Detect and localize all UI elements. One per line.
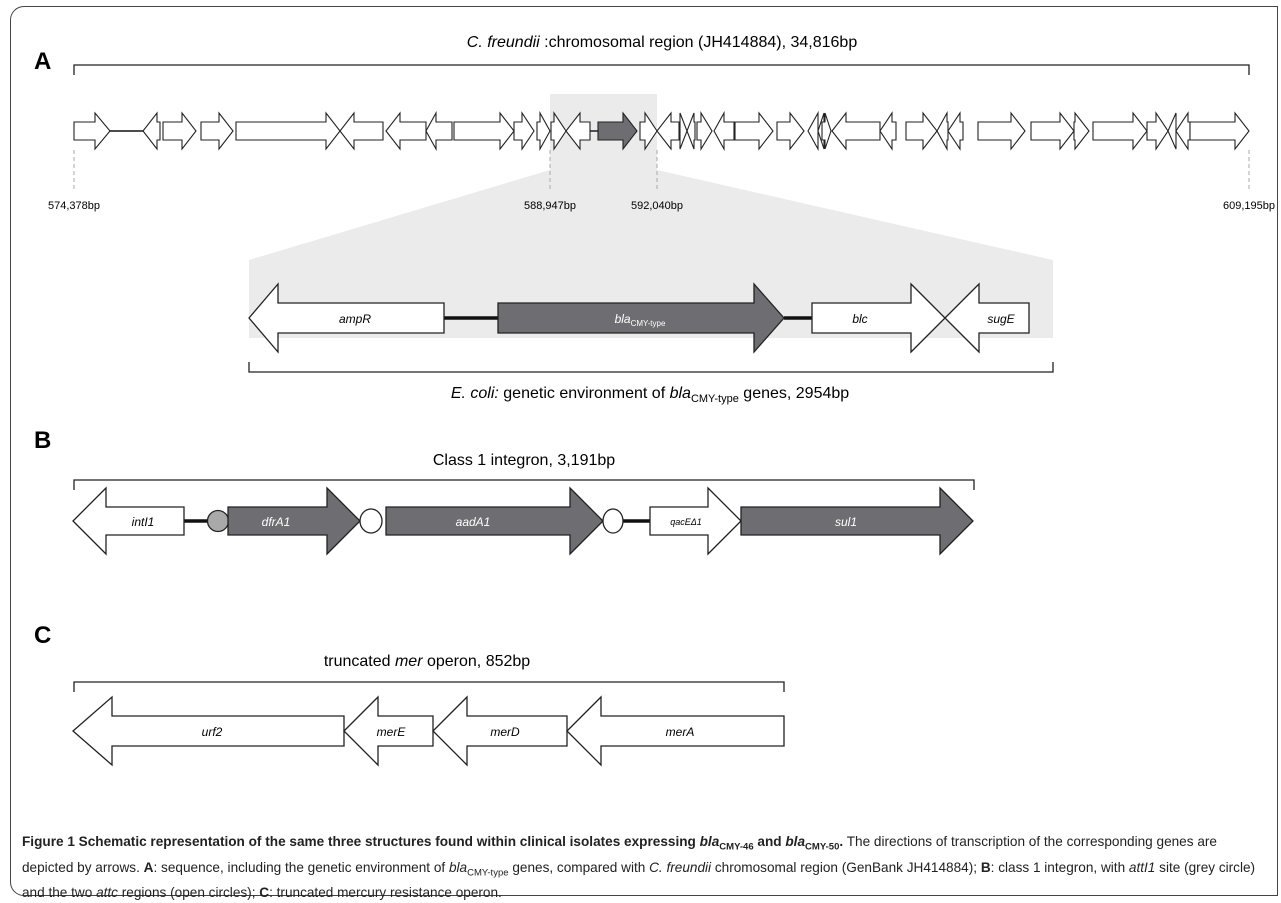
attI1-site-circle — [206, 509, 230, 533]
chromosome-gene-arrow — [713, 110, 735, 152]
chromosome-gene-arrow — [831, 111, 881, 151]
chromosome-gene-map — [73, 110, 1250, 152]
gene-label-intI1: intI1 — [132, 515, 155, 529]
chromosome-gene-arrow — [73, 111, 111, 151]
panel-a-subtitle: E. coli: genetic environment of blaCMY-t… — [451, 385, 849, 405]
gene-arrow-intI1 — [72, 486, 185, 556]
chromosome-gene-arrow — [162, 111, 197, 151]
chromosome-gene-arrow — [821, 112, 832, 150]
figure-caption: Figure 1 Schematic representation of the… — [22, 834, 1256, 901]
panel-c-letter: C — [34, 622, 51, 649]
chromosome-gene-arrow — [1167, 112, 1177, 150]
position-label-end: 609,195bp — [1223, 200, 1275, 212]
attc-site-circle-1 — [359, 508, 383, 534]
chromosome-gene-arrow — [235, 111, 341, 151]
chromosome-gene-arrow — [339, 111, 384, 151]
gene-label-merA: merA — [666, 725, 695, 739]
gene-label-sul1: sul1 — [835, 515, 857, 529]
gene-label-sugE: sugE — [987, 312, 1015, 326]
chromosome-gene-arrow — [776, 111, 805, 151]
gene-label-qacE: qacEΔ1 — [670, 517, 702, 527]
gene-label-dfrA1: dfrA1 — [262, 515, 291, 529]
chromosome-gene-arrow-bla — [597, 111, 638, 151]
position-label-zoom-start: 588,947bp — [524, 200, 576, 212]
chromosome-gene-arrow — [425, 110, 453, 152]
gene-arrow-bla-cmy — [497, 282, 785, 354]
chromosome-gene-arrow — [807, 110, 819, 152]
chromosome-gene-arrow — [977, 111, 1026, 151]
chromosome-gene-arrow — [656, 111, 680, 151]
gene-arrow-blc — [811, 282, 946, 354]
gene-label-blc: blc — [852, 312, 867, 326]
chromosome-gene-arrow — [536, 110, 551, 152]
chromosome-gene-arrow — [453, 111, 515, 151]
panel-c-title: truncated mer operon, 852bp — [324, 653, 530, 670]
chromosome-gene-arrow — [513, 111, 535, 151]
chromosome-gene-arrow — [1189, 111, 1250, 151]
chromosome-gene-arrow — [142, 111, 161, 151]
panel-a-letter: A — [34, 48, 51, 75]
panel-b-title: Class 1 integron, 3,191bp — [433, 452, 615, 469]
chromosome-gene-arrow — [879, 111, 897, 151]
chromosome-gene-arrow — [686, 112, 696, 150]
position-label-start: 574,378bp — [48, 200, 100, 212]
gene-label-urf2: urf2 — [202, 725, 223, 739]
chromosome-gene-arrow — [385, 111, 427, 151]
chromosome-gene-arrow — [1175, 111, 1191, 151]
gene-label-aadA1: aadA1 — [456, 515, 491, 529]
panel-a-title: C. freundii :chromosomal region (JH41488… — [467, 34, 858, 51]
chromosome-gene-arrow — [565, 111, 591, 151]
figure-frame — [10, 6, 1278, 896]
chromosome-gene-arrow — [200, 111, 234, 151]
panel-c-span-bracket — [73, 681, 785, 692]
gene-arrow-qacE — [649, 486, 742, 556]
chromosome-gene-arrow — [1073, 111, 1090, 151]
panel-a-span-bracket — [73, 64, 1250, 75]
chromosome-gene-arrow — [1030, 111, 1075, 151]
gene-arrow-aadA1 — [385, 486, 604, 556]
caption-title: Figure 1 Schematic representation of the… — [22, 834, 844, 853]
gene-arrow-dfrA1 — [227, 486, 361, 556]
chromosome-gene-arrow — [679, 112, 688, 150]
panel-b-letter: B — [34, 427, 51, 454]
gene-label-ampR: ampR — [339, 312, 371, 326]
gene-arrow-ampR — [248, 282, 445, 354]
chromosome-gene-arrow — [639, 111, 658, 151]
chromosome-gene-arrow — [947, 111, 964, 151]
gene-arrow-sugE — [944, 282, 1030, 354]
chromosome-gene-arrow — [936, 110, 949, 152]
gene-arrow-merA — [566, 695, 785, 767]
chromosome-gene-arrow — [1092, 111, 1148, 151]
gene-label-merE: merE — [377, 725, 407, 739]
panel-b-span-bracket — [73, 479, 975, 490]
gene-arrow-sul1 — [740, 486, 974, 556]
gene-label-merD: merD — [490, 725, 520, 739]
gene-label-bla-cmy: blaCMY-type — [615, 312, 666, 328]
zoom-highlight — [249, 94, 1053, 338]
chromosome-gene-arrow — [1146, 111, 1169, 151]
chromosome-gene-arrow — [905, 111, 938, 151]
chromosome-gene-arrow — [550, 111, 567, 151]
chromosome-gene-arrow — [734, 111, 774, 151]
position-label-zoom-end: 592,040bp — [631, 200, 683, 212]
panel-a-zoom-bracket — [248, 362, 1054, 373]
chromosome-gene-arrow — [696, 111, 713, 151]
attc-site-circle-2 — [602, 508, 624, 534]
